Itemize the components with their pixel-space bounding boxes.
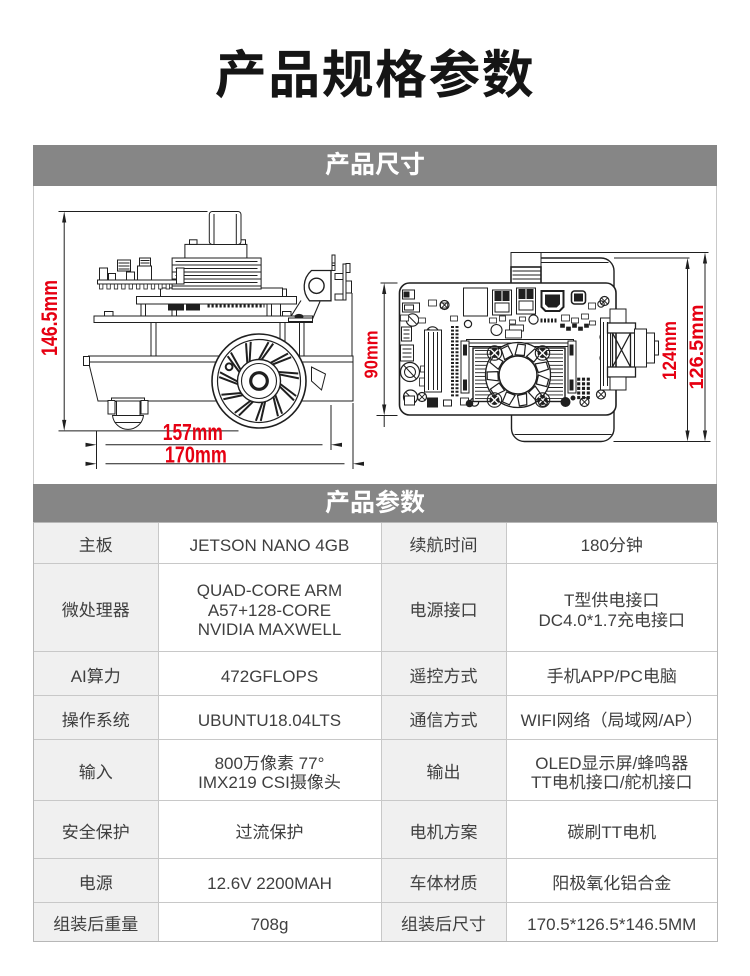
- svg-text:124mm: 124mm: [659, 321, 681, 380]
- svg-text:157mm: 157mm: [163, 419, 223, 445]
- svg-text:126.5mm: 126.5mm: [686, 305, 708, 390]
- svg-text:170mm: 170mm: [165, 441, 227, 467]
- svg-text:90mm: 90mm: [362, 331, 382, 379]
- svg-text:146.5mm: 146.5mm: [37, 280, 62, 356]
